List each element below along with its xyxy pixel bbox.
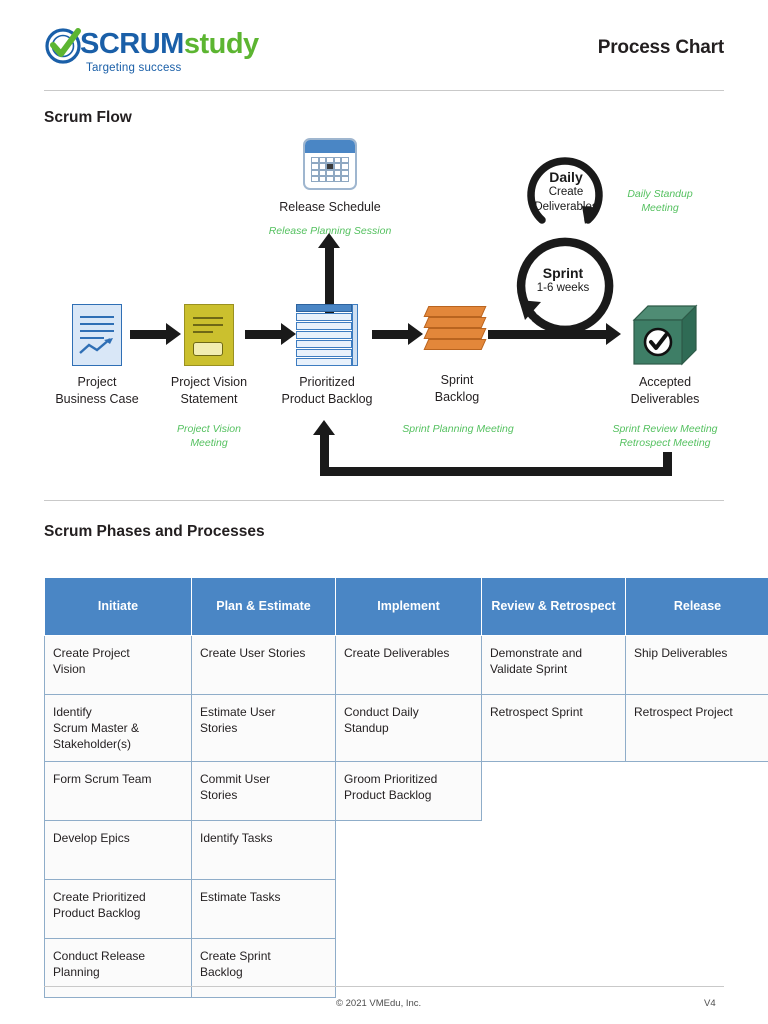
feedback-loop-riser-right — [663, 452, 672, 472]
node-accepted-deliverables: Accepted Deliverables — [604, 304, 726, 408]
logo-wordmark: SCRUMstudy — [80, 26, 259, 62]
sprint-cycle-text: Sprint 1-6 weeks — [505, 266, 621, 296]
table-header-row: Initiate Plan & Estimate Implement Revie… — [44, 577, 768, 636]
arrow-backlog-to-release-schedule — [318, 233, 340, 313]
table-cell-empty — [336, 880, 482, 939]
table-cell: Ship Deliverables — [625, 635, 768, 695]
feedback-loop-bar — [320, 467, 672, 476]
table-cell: Identify Scrum Master & Stakeholder(s) — [44, 694, 192, 762]
daily-cycle-text: Daily Create Deliverables — [512, 170, 620, 215]
footer-version: V4 — [704, 998, 716, 1009]
calendar-icon — [303, 138, 357, 190]
table-cell: Groom Prioritized Product Backlog — [335, 761, 482, 821]
table-row: Develop Epics Identify Tasks — [44, 820, 768, 880]
table-cell: Estimate Tasks — [191, 879, 336, 939]
table-row: Create Project Vision Create User Storie… — [44, 635, 768, 695]
meeting-sprint-review-retrospect: Sprint Review Meeting Retrospect Meeting — [612, 423, 718, 449]
scrum-phases-table: Initiate Plan & Estimate Implement Revie… — [44, 577, 768, 998]
sprint-cycle-icon — [505, 230, 621, 345]
footer-copyright: © 2021 VMEdu, Inc. — [336, 998, 422, 1009]
node-prioritized-product-backlog: Prioritized Product Backlog — [263, 304, 391, 408]
node-label-release-schedule: Release Schedule — [279, 200, 381, 214]
table-cell: Retrospect Sprint — [481, 694, 626, 762]
feedback-loop-arrow-up — [313, 420, 335, 474]
scrumstudy-logo: SCRUMstudy Targeting success — [44, 24, 344, 80]
arrow-sprint-backlog-to-accepted-deliverables — [488, 323, 621, 345]
table-cell: Conduct Release Planning — [44, 938, 192, 998]
table-cell: Retrospect Project — [625, 694, 768, 762]
table-row: Form Scrum Team Commit User Stories Groo… — [44, 761, 768, 821]
node-project-vision-statement: Project Vision Statement — [148, 304, 270, 408]
logo-check-circle-icon — [44, 26, 84, 66]
section-divider — [44, 500, 724, 501]
table-cell-empty — [626, 821, 768, 880]
table-cell-empty — [482, 939, 626, 998]
table-cell: Commit User Stories — [191, 761, 336, 821]
header-divider — [44, 90, 724, 91]
table-cell: Create Project Vision — [44, 635, 192, 695]
daily-cycle-subtitle: Create Deliverables — [534, 186, 598, 213]
arrow-product-backlog-to-sprint-backlog — [372, 323, 423, 345]
node-project-business-case: Project Business Case — [36, 304, 158, 408]
node-label-prioritized-product-backlog: Prioritized Product Backlog — [281, 375, 373, 406]
node-release-schedule: Release Schedule — [250, 138, 410, 216]
product-backlog-stack-icon — [296, 304, 358, 366]
table-row: Identify Scrum Master & Stakeholder(s) E… — [44, 694, 768, 762]
logo-tagline: Targeting success — [86, 62, 182, 74]
table-row: Create Prioritized Product Backlog Estim… — [44, 879, 768, 939]
page-title: Process Chart — [597, 37, 724, 58]
table-cell-empty — [626, 880, 768, 939]
accepted-deliverables-box-icon — [632, 304, 698, 366]
table-cell: Create Sprint Backlog — [191, 938, 336, 998]
table-cell: Estimate User Stories — [191, 694, 336, 762]
table-cell: Identify Tasks — [191, 820, 336, 880]
table-cell: Demonstrate and Validate Sprint — [481, 635, 626, 695]
table-cell-empty — [482, 821, 626, 880]
node-label-accepted-deliverables: Accepted Deliverables — [630, 375, 700, 406]
page-header: SCRUMstudy Targeting success Process Cha… — [0, 0, 768, 92]
scrum-flow-heading: Scrum Flow — [44, 109, 132, 126]
node-label-project-business-case: Project Business Case — [55, 375, 139, 406]
daily-cycle-title: Daily — [549, 169, 583, 185]
sprint-cycle-title: Sprint — [542, 265, 584, 281]
arrow-vision-to-product-backlog — [245, 323, 296, 345]
daily-cycle-icon — [520, 148, 612, 237]
node-label-project-vision-statement: Project Vision Statement — [170, 375, 248, 406]
table-cell: Conduct Daily Standup — [335, 694, 482, 762]
node-sprint-backlog: Sprint Backlog — [396, 304, 518, 406]
footer-divider — [44, 986, 724, 987]
table-header-initiate: Initiate — [44, 577, 192, 636]
table-header-release: Release — [625, 577, 768, 636]
logo-study-text: study — [183, 28, 259, 60]
vision-statement-icon — [184, 304, 234, 366]
sprint-cycle-subtitle: 1-6 weeks — [536, 282, 590, 294]
table-cell-empty — [482, 762, 626, 821]
meeting-daily-standup: Daily Standup Meeting — [627, 188, 693, 214]
meeting-sprint-planning: Sprint Planning Meeting — [402, 423, 514, 435]
sprint-backlog-sheets-icon — [423, 304, 488, 362]
document-icon — [72, 304, 122, 366]
table-row: Conduct Release Planning Create Sprint B… — [44, 938, 768, 998]
table-cell: Develop Epics — [44, 820, 192, 880]
table-cell-empty — [626, 939, 768, 998]
table-header-implement: Implement — [335, 577, 482, 636]
scrum-flow-diagram: Release Schedule Release Planning Sessio… — [0, 132, 768, 492]
table-cell-empty — [336, 939, 482, 998]
node-label-sprint-backlog: Sprint Backlog — [434, 373, 480, 404]
table-cell-empty — [482, 880, 626, 939]
table-cell: Create Deliverables — [335, 635, 482, 695]
table-cell: Create User Stories — [191, 635, 336, 695]
table-cell-empty — [336, 821, 482, 880]
arrow-business-case-to-vision — [130, 323, 181, 345]
table-cell: Form Scrum Team — [44, 761, 192, 821]
scrum-phases-heading: Scrum Phases and Processes — [44, 523, 265, 540]
logo-scrum-text: SCRUM — [80, 28, 184, 60]
table-header-plan-estimate: Plan & Estimate — [191, 577, 336, 636]
table-header-review-retrospect: Review & Retrospect — [481, 577, 626, 636]
table-cell-empty — [626, 762, 768, 821]
meeting-project-vision: Project Vision Meeting — [176, 423, 241, 449]
table-cell: Create Prioritized Product Backlog — [44, 879, 192, 939]
